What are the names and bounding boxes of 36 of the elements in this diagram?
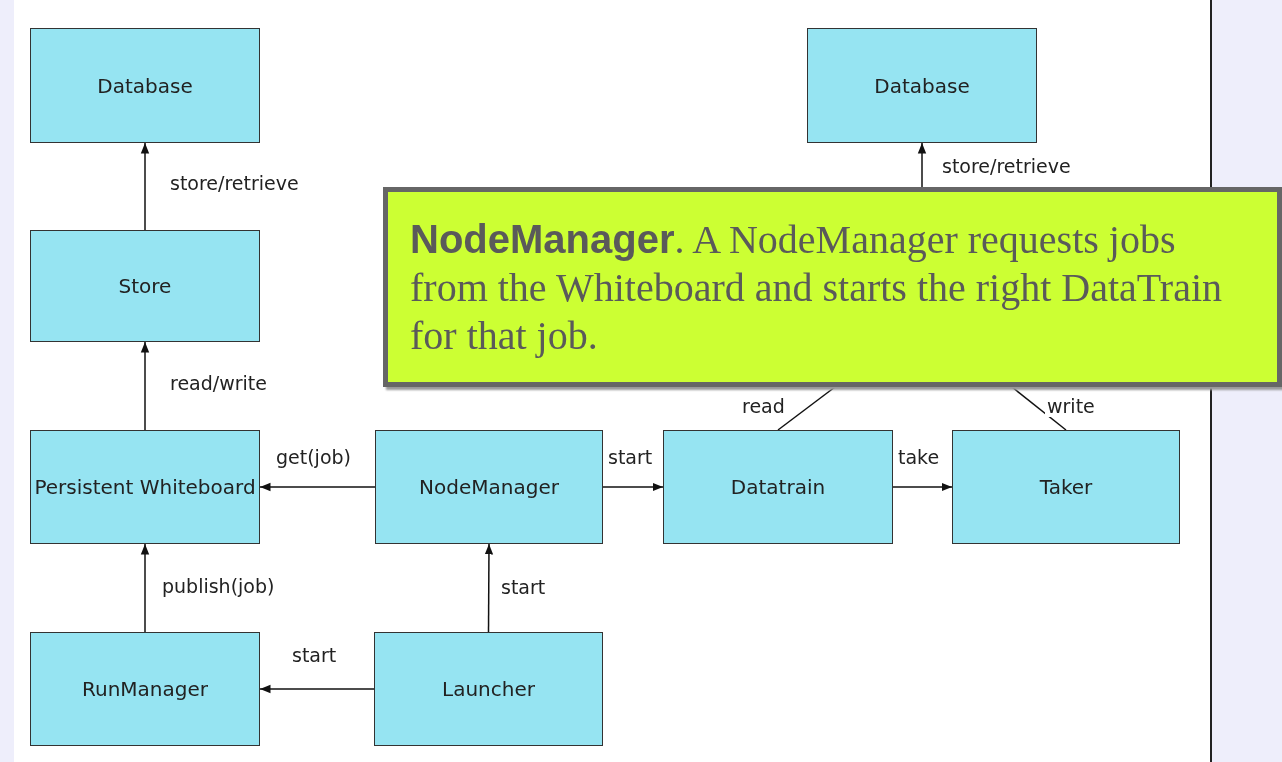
component-box (663, 430, 893, 544)
arrow (140, 142, 150, 231)
connector-line (1011, 386, 1067, 431)
node-label: Taker (1039, 474, 1093, 500)
arrow (259, 684, 375, 694)
arrow (917, 142, 927, 188)
edge-label: store/retrieve (168, 172, 301, 194)
component-box (375, 430, 603, 544)
connector-line (777, 386, 836, 431)
edge-label: get(job) (274, 446, 353, 468)
arrow (602, 482, 664, 492)
arrow (140, 341, 150, 431)
node-label: Datatrain (730, 474, 826, 500)
component-box (30, 430, 260, 544)
component-box (952, 430, 1180, 544)
node-label: NodeManager (419, 474, 559, 500)
component-box (30, 632, 260, 746)
arrow (892, 482, 953, 492)
node-label: Persistent Whiteboard (34, 474, 256, 500)
edge-label: write (1045, 395, 1097, 417)
component-box (374, 632, 603, 746)
arrow (140, 543, 150, 633)
callout-text: NodeManager. A NodeManager requests jobs from the Whiteboard and starts the right DataTrain for that job. (410, 215, 1224, 360)
edge-label: store/retrieve (940, 155, 1073, 177)
node-label: Database (97, 72, 193, 99)
component-box (30, 230, 260, 342)
node-label: Launcher (442, 676, 535, 702)
arrow (484, 543, 494, 633)
node-label: Database (874, 72, 970, 99)
node-label: Store (118, 273, 172, 299)
edge-label: read/write (168, 372, 269, 394)
component-box (30, 28, 260, 143)
callout-box (383, 187, 1282, 387)
node-label: RunManager (82, 676, 208, 702)
arrow (259, 482, 376, 492)
component-box (807, 28, 1037, 143)
